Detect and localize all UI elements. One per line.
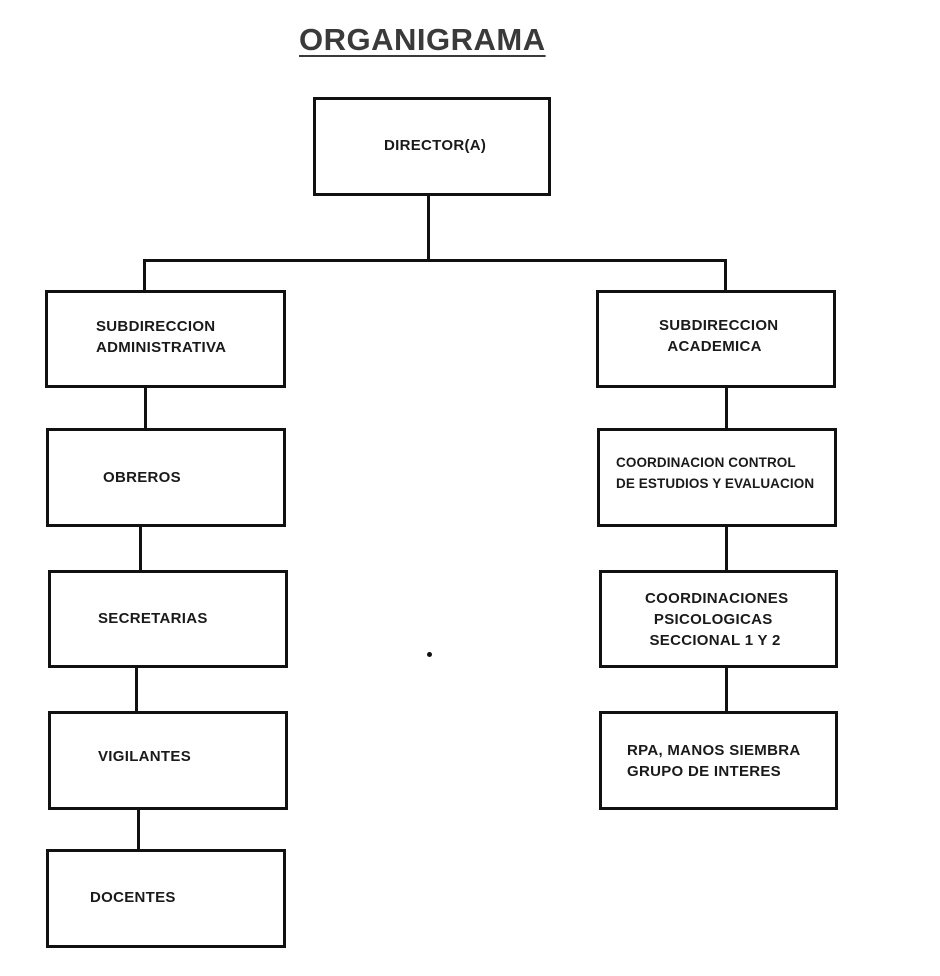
node-coordinaciones-psicologicas: [599, 570, 838, 668]
node-rpa-manos-siembra: [599, 711, 838, 810]
node-docentes: [46, 849, 286, 948]
connector-to-sub-admin: [143, 259, 146, 292]
connector-vigilantes-docentes: [137, 808, 140, 851]
node-obreros-label: OBREROS: [103, 469, 181, 486]
node-subdireccion-administrativa-label: SUBDIRECCION ADMINISTRATIVA: [96, 318, 227, 356]
node-subdireccion-academica: [596, 290, 836, 388]
connector-sub-admin-obreros: [144, 386, 147, 430]
node-coordinacion-control: [597, 428, 837, 527]
connector-coord-control-coord-psico: [725, 525, 728, 572]
node-director: [313, 97, 551, 196]
node-director-label: DIRECTOR(A): [384, 137, 487, 154]
connector-director-down: [427, 194, 430, 261]
node-vigilantes-label: VIGILANTES: [98, 748, 192, 765]
node-subdireccion-academica-label: SUBDIRECCION ACADEMICA: [659, 317, 779, 355]
connector-secretarias-vigilantes: [135, 666, 138, 713]
connector-horizontal-bar: [143, 259, 726, 262]
node-docentes-label: DOCENTES: [90, 889, 176, 906]
connector-obreros-secretarias: [139, 525, 142, 572]
node-coordinacion-control-label: COORDINACION CONTROL DE ESTUDIOS Y EVALU…: [616, 455, 815, 491]
connector-to-sub-academica: [724, 259, 727, 292]
node-coordinaciones-psicologicas-label: COORDINACIONES PSICOLOGICAS SECCIONAL 1 …: [645, 590, 789, 649]
node-vigilantes: [48, 711, 288, 810]
connector-coord-psico-rpa: [725, 666, 728, 713]
node-subdireccion-administrativa: [45, 290, 286, 388]
stray-dot: [427, 652, 432, 657]
node-secretarias-label: SECRETARIAS: [98, 610, 208, 627]
node-rpa-manos-siembra-label: RPA, MANOS SIEMBRA GRUPO DE INTERES: [627, 742, 801, 780]
node-secretarias: [48, 570, 288, 668]
page-title: ORGANIGRAMA: [299, 22, 546, 57]
connector-sub-academica-coord-control: [725, 386, 728, 430]
node-obreros: [46, 428, 286, 527]
